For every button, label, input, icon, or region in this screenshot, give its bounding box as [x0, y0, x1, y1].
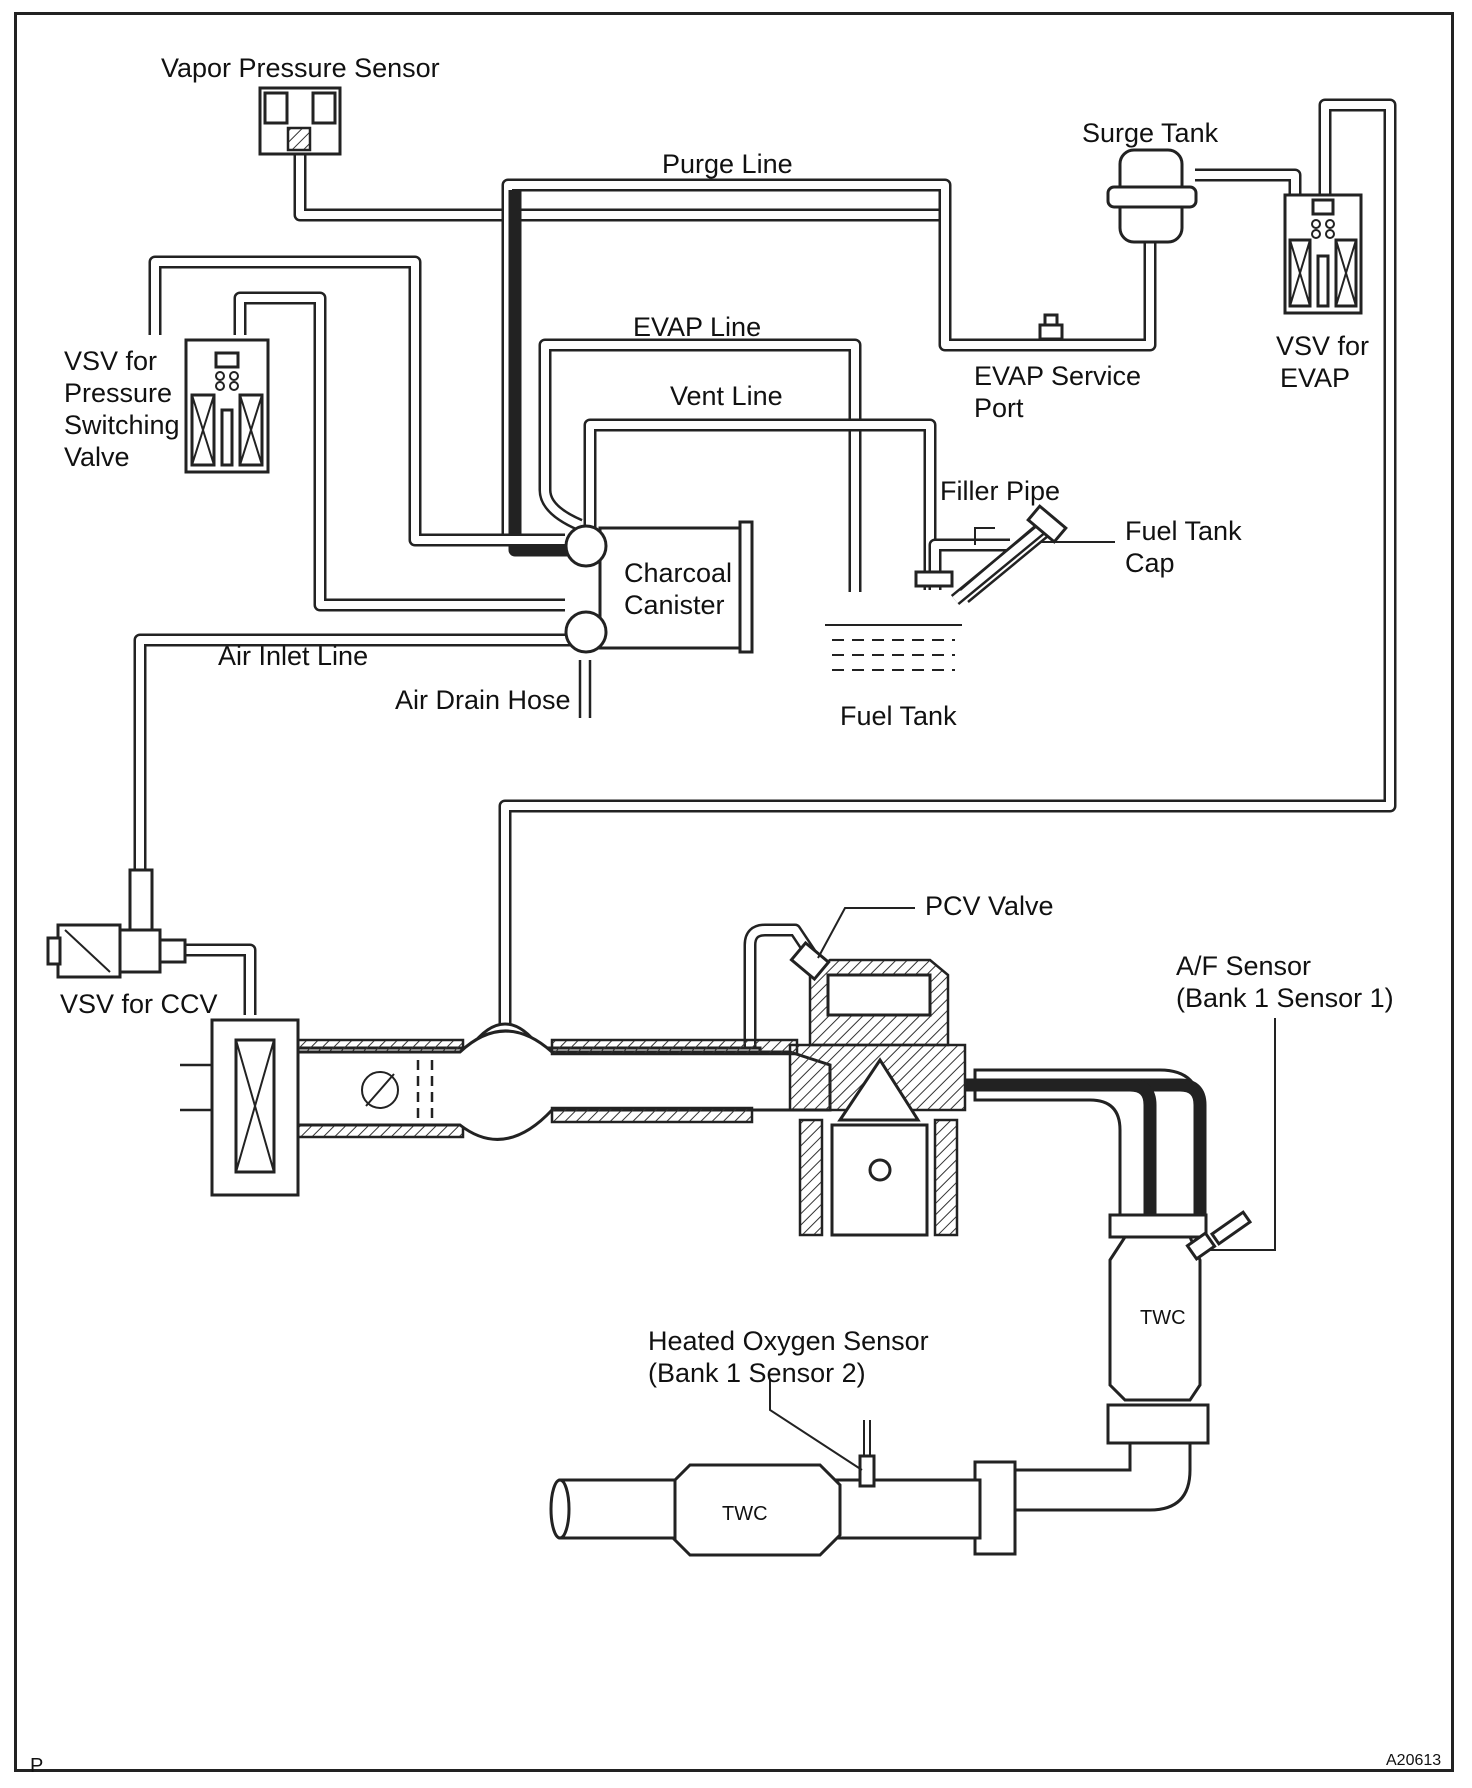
label-filler-pipe: Filler Pipe: [940, 476, 1061, 506]
diagram-frame: [14, 12, 1454, 1772]
label-evap-service-port-line2: Port: [974, 393, 1024, 423]
label-surge-tank: Surge Tank: [1082, 118, 1219, 148]
label-twc-upper: TWC: [1140, 1307, 1186, 1329]
engine-cylinder: [788, 940, 967, 1237]
exhaust-system: [549, 1068, 1253, 1557]
label-fuel-tank-cap-line1: Fuel Tank: [1125, 516, 1242, 546]
label-evap-service-port-line1: EVAP Service: [974, 361, 1142, 391]
figure-id: A20613: [1386, 1752, 1442, 1769]
label-vsv-pressure-line3: Switching: [64, 410, 180, 440]
label-heated-oxygen-sensor-line1: Heated Oxygen Sensor: [648, 1326, 929, 1356]
label-vsv-for-ccv: VSV for CCV: [60, 989, 218, 1019]
charcoal-canister: [564, 520, 754, 654]
label-air-inlet-line: Air Inlet Line: [218, 641, 369, 671]
vsv-for-ccv: [46, 868, 187, 979]
leader-lines: [769, 527, 1276, 1471]
label-purge-line: Purge Line: [662, 149, 793, 179]
label-vsv-pressure-line1: VSV for: [64, 346, 158, 376]
label-fuel-tank-cap-line2: Cap: [1125, 548, 1175, 578]
label-af-sensor-line1: A/F Sensor: [1176, 951, 1312, 981]
label-vsv-evap-line2: EVAP: [1280, 363, 1351, 393]
label-air-drain-hose: Air Drain Hose: [395, 685, 571, 715]
vapor-pressure-sensor: [258, 86, 342, 156]
label-fuel-tank: Fuel Tank: [840, 701, 957, 731]
label-charcoal-canister-line2: Canister: [624, 590, 725, 620]
label-vent-line: Vent Line: [670, 381, 783, 411]
label-af-sensor-line2: (Bank 1 Sensor 1): [1176, 983, 1394, 1013]
corner-mark: P: [30, 1755, 44, 1777]
label-vapor-pressure-sensor: Vapor Pressure Sensor: [161, 53, 440, 83]
fuel-tank: [809, 504, 1068, 703]
label-vsv-evap-line1: VSV for: [1276, 331, 1370, 361]
label-evap-line: EVAP Line: [633, 312, 762, 342]
label-vsv-pressure-line4: Valve: [64, 442, 130, 472]
label-charcoal-canister-line1: Charcoal: [624, 558, 733, 588]
label-vsv-pressure-line2: Pressure: [64, 378, 173, 408]
label-twc-lower: TWC: [722, 1503, 768, 1525]
evap-service-port: [1038, 313, 1064, 341]
intake-system: [180, 1018, 832, 1197]
tubing: [133, 98, 1397, 1055]
label-heated-oxygen-sensor-line2: (Bank 1 Sensor 2): [648, 1358, 866, 1388]
vsv-for-evap: [1283, 193, 1363, 315]
vsv-pressure-switching-valve: [184, 338, 270, 474]
surge-tank: [1106, 148, 1198, 244]
label-pcv-valve: PCV Valve: [925, 891, 1054, 921]
